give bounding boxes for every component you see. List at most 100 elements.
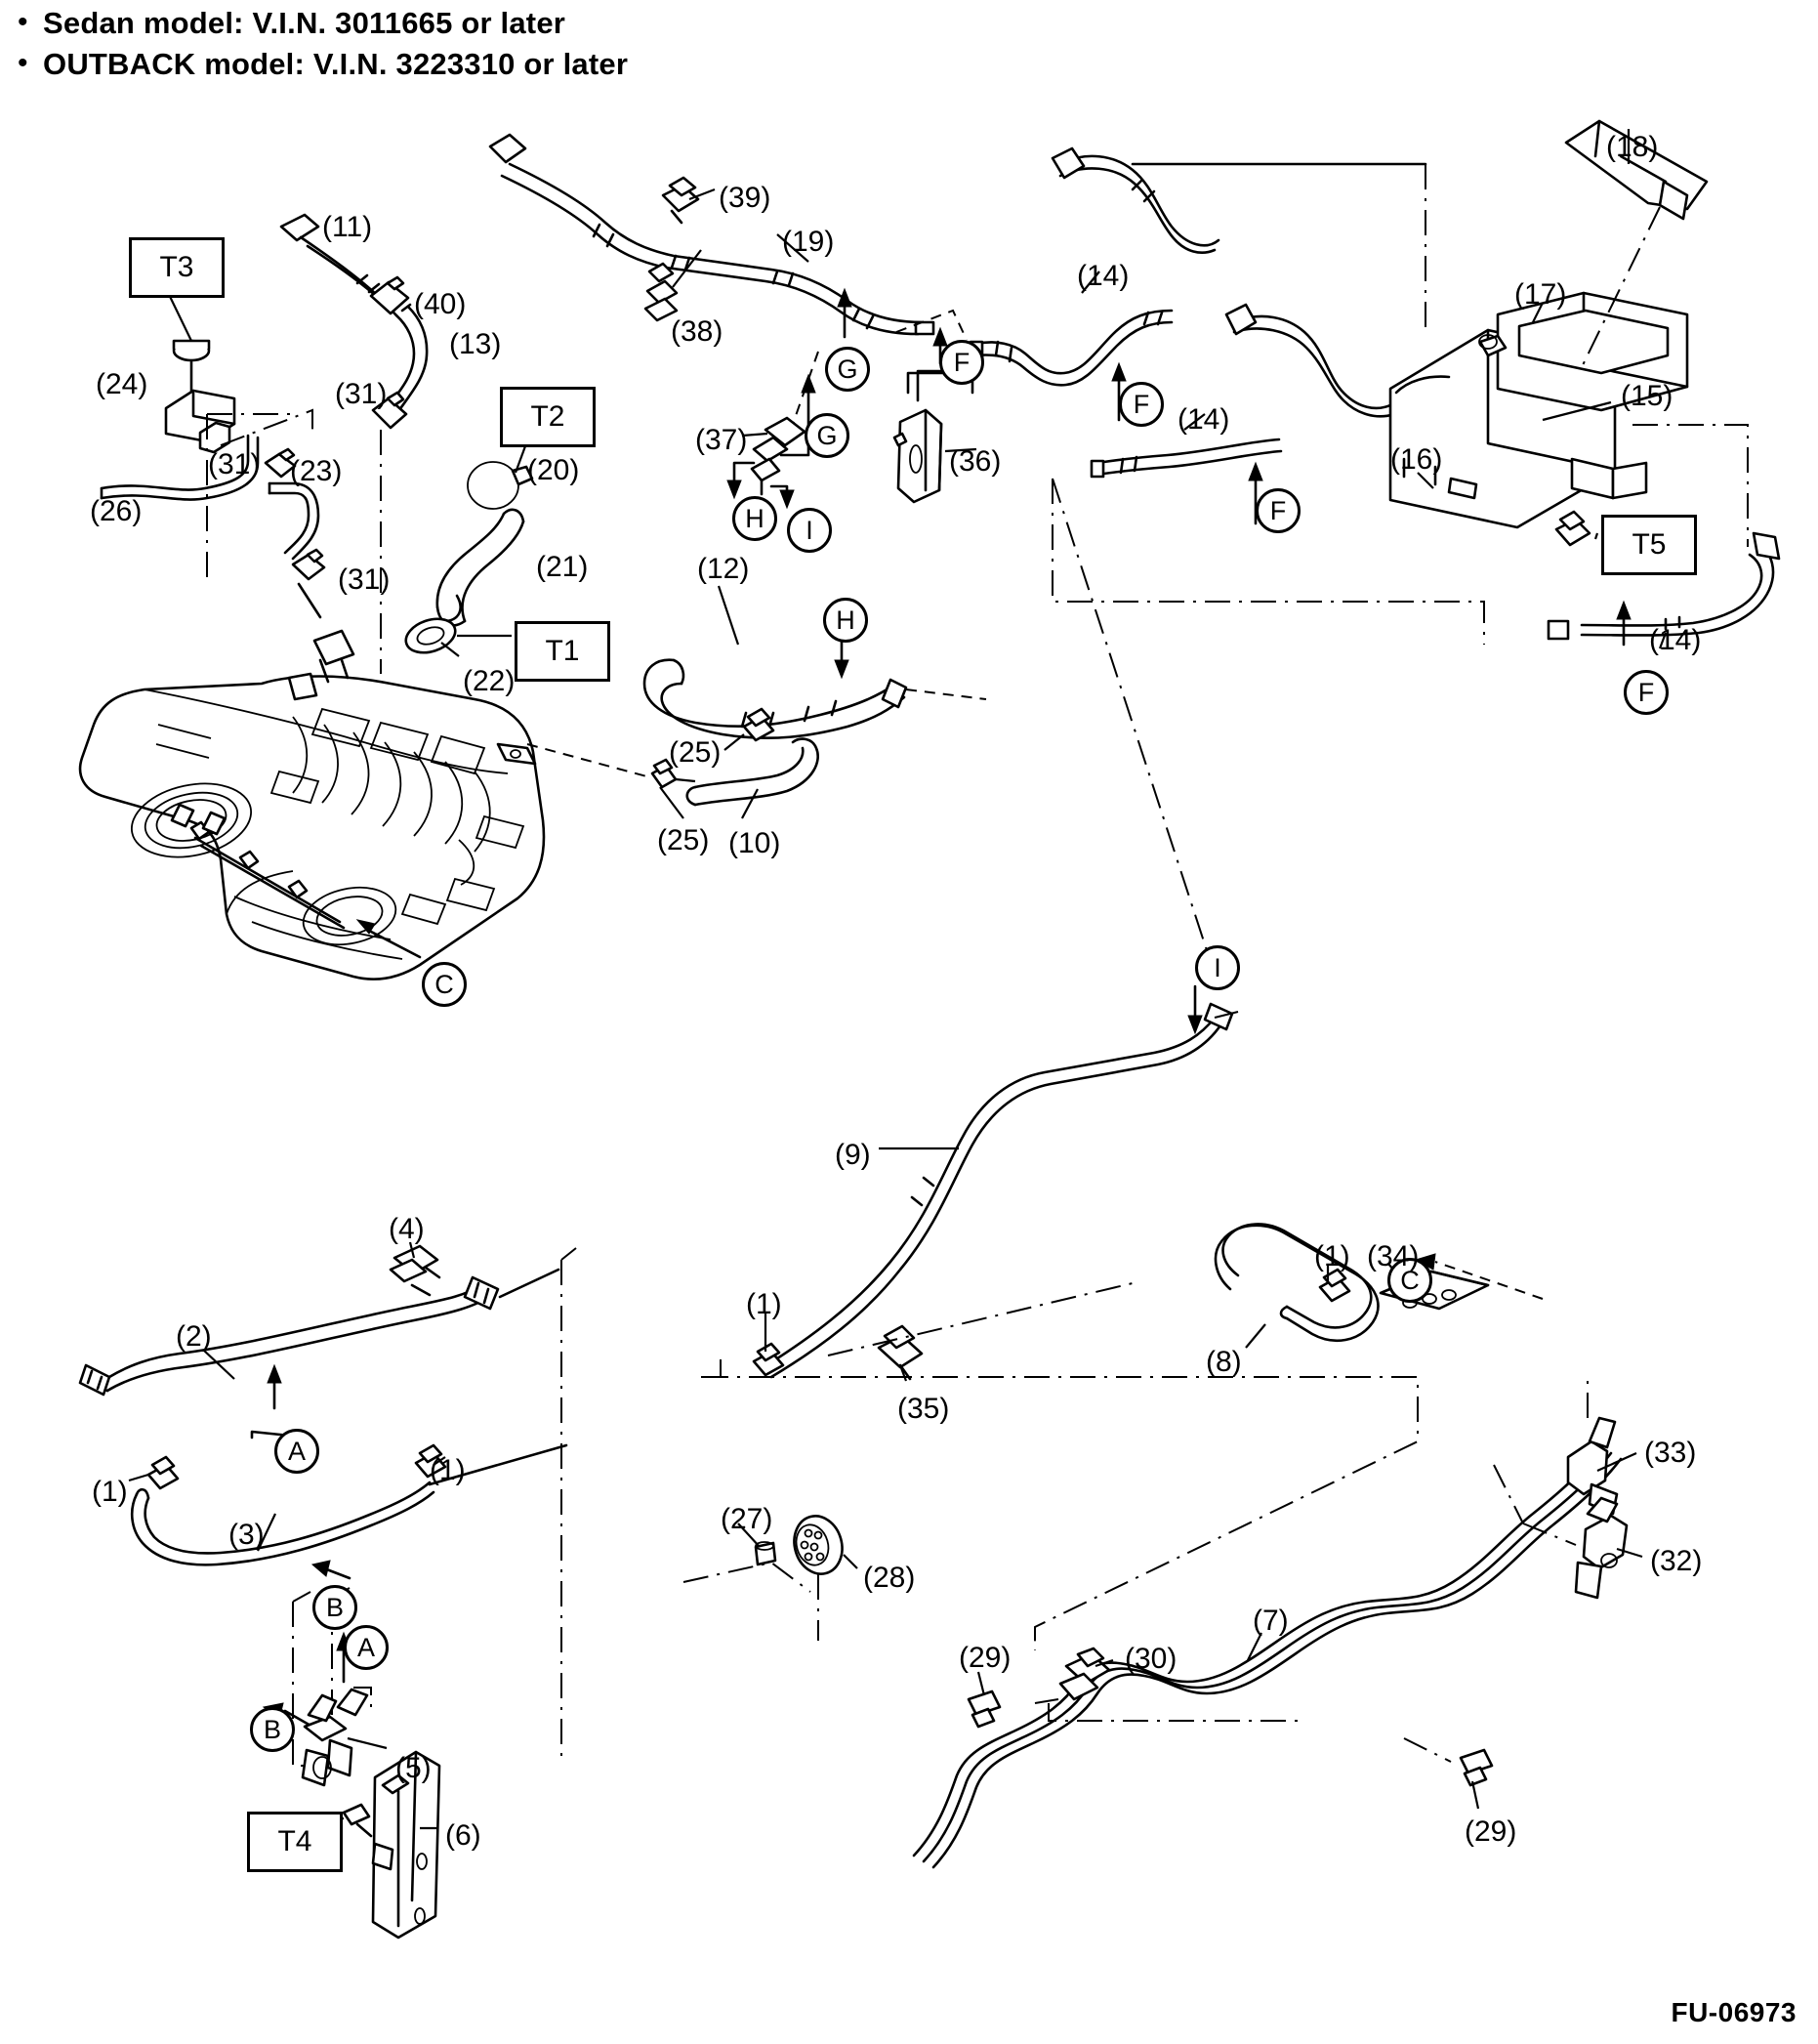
- callout-13: (13): [449, 328, 502, 360]
- section-marker-label: I: [1214, 952, 1221, 982]
- part-38-clip: [643, 262, 679, 322]
- section-marker-F1: F: [939, 340, 984, 385]
- callout-box-label: T1: [545, 635, 580, 667]
- section-marker-label: B: [263, 1714, 281, 1744]
- callout-14-c: (14): [1649, 624, 1702, 656]
- leader-10: [741, 788, 759, 819]
- callout-box-label: T4: [277, 1825, 312, 1857]
- callout-box-label: T5: [1632, 528, 1667, 561]
- part-2-hose: [78, 1275, 500, 1397]
- part-40-clip: [369, 275, 410, 315]
- callout-37: (37): [695, 424, 748, 456]
- leader-39: [688, 188, 716, 201]
- part-35-clip: [877, 1324, 924, 1381]
- section-marker-C-tank: C: [422, 962, 467, 1007]
- leader-28: [843, 1554, 858, 1569]
- header-note-row: • Sedan model: V.I.N. 3011665 or later: [18, 6, 1092, 41]
- part-36-valve: [892, 408, 943, 504]
- arrow-37-H: [732, 461, 756, 486]
- part-13-hose: [385, 303, 429, 416]
- centerline-30b: [1034, 1698, 1059, 1704]
- callout-box-T1: T1: [515, 621, 610, 682]
- section-marker-label: A: [287, 1436, 306, 1466]
- callout-25-a: (25): [669, 736, 722, 769]
- part-1-clip-a: [752, 1342, 785, 1377]
- leader-22: [440, 642, 460, 657]
- part-37-valve: [750, 416, 806, 496]
- section-marker-F2: F: [1119, 382, 1164, 427]
- boundary-lower: [720, 1359, 1419, 1650]
- section-marker-H2: H: [823, 598, 868, 643]
- part-22-grommet: [404, 617, 457, 654]
- leader-29a: [976, 1671, 986, 1696]
- leader-T5: [1593, 532, 1599, 540]
- section-marker-I2: I: [1195, 945, 1240, 990]
- section-marker-label: B: [325, 1592, 344, 1622]
- callout-24: (24): [96, 368, 148, 400]
- callout-17: (17): [1514, 278, 1567, 311]
- callout-26: (26): [90, 495, 143, 527]
- part-29-clip-a: [967, 1689, 1002, 1729]
- canister-inlet-hose: [1051, 146, 1220, 254]
- centerline-27: [682, 1561, 811, 1593]
- section-marker-B2: B: [250, 1707, 295, 1752]
- callout-1-c: (1): [430, 1454, 466, 1486]
- leader-32: [1616, 1547, 1643, 1559]
- leader-25b2: [659, 786, 684, 819]
- arrow-37-I: [769, 484, 789, 496]
- leader-25b: [675, 777, 696, 783]
- leader-7: [1247, 1632, 1262, 1661]
- callout-12: (12): [697, 553, 750, 585]
- dash-F1: [895, 309, 968, 341]
- part-3-hose: [130, 1481, 435, 1566]
- part-19-pipe: [488, 133, 935, 336]
- part-12-hose: [642, 658, 908, 740]
- callout-40: (40): [414, 288, 467, 320]
- centerline-5c: [292, 1591, 311, 1603]
- part-14-hose-b: [1090, 438, 1283, 479]
- leader-2: [202, 1349, 235, 1380]
- drawing-code: FU-06973: [1671, 1997, 1797, 2027]
- callout-34: (34): [1367, 1240, 1420, 1272]
- dash-tank-10: [526, 743, 651, 778]
- callout-9: (9): [835, 1139, 871, 1171]
- callout-23: (23): [290, 455, 343, 487]
- part-9-pipe: [762, 1002, 1234, 1379]
- callout-box-T4: T4: [247, 1812, 343, 1872]
- callout-14-a: (14): [1077, 260, 1130, 292]
- callout-box-T2: T2: [500, 387, 596, 447]
- part-5-clamp: [301, 1688, 369, 1787]
- part-27-plug: [754, 1541, 777, 1566]
- section-marker-F4: F: [1624, 670, 1669, 715]
- arrow-B1: [322, 1566, 351, 1580]
- callout-29-a: (29): [959, 1642, 1012, 1674]
- callout-15: (15): [1621, 380, 1673, 412]
- part-25-clip-a: [742, 707, 775, 742]
- callout-box-label: T2: [530, 400, 565, 433]
- leader-38: [672, 249, 702, 288]
- section-marker-label: I: [806, 515, 813, 545]
- section-marker-G1: G: [825, 347, 870, 392]
- centerline-32: [1522, 1523, 1577, 1546]
- centerline-23a: [206, 413, 293, 586]
- section-marker-label: H: [836, 605, 855, 635]
- dash-12-right: [905, 688, 987, 700]
- centerline-long-I: [1052, 478, 1219, 987]
- section-marker-label: F: [1269, 495, 1287, 525]
- section-marker-label: H: [745, 503, 764, 533]
- section-marker-F3: F: [1256, 488, 1301, 533]
- part-28-grommet: [793, 1515, 844, 1575]
- callout-4: (4): [389, 1213, 425, 1245]
- callout-39: (39): [719, 182, 771, 214]
- section-marker-label: F: [1637, 677, 1655, 707]
- part-30-clip: [1058, 1647, 1111, 1701]
- section-marker-label: A: [356, 1632, 375, 1662]
- leader-33: [1596, 1451, 1637, 1473]
- callout-27: (27): [721, 1503, 773, 1535]
- bullet-icon: •: [18, 6, 28, 38]
- header-notes: • Sedan model: V.I.N. 3011665 or later •…: [18, 6, 1092, 88]
- arrow-37-G: [779, 387, 810, 457]
- section-marker-H1: H: [732, 496, 777, 541]
- section-marker-C-right: C: [1387, 1258, 1432, 1303]
- arrow-C-dash: [1434, 1261, 1544, 1300]
